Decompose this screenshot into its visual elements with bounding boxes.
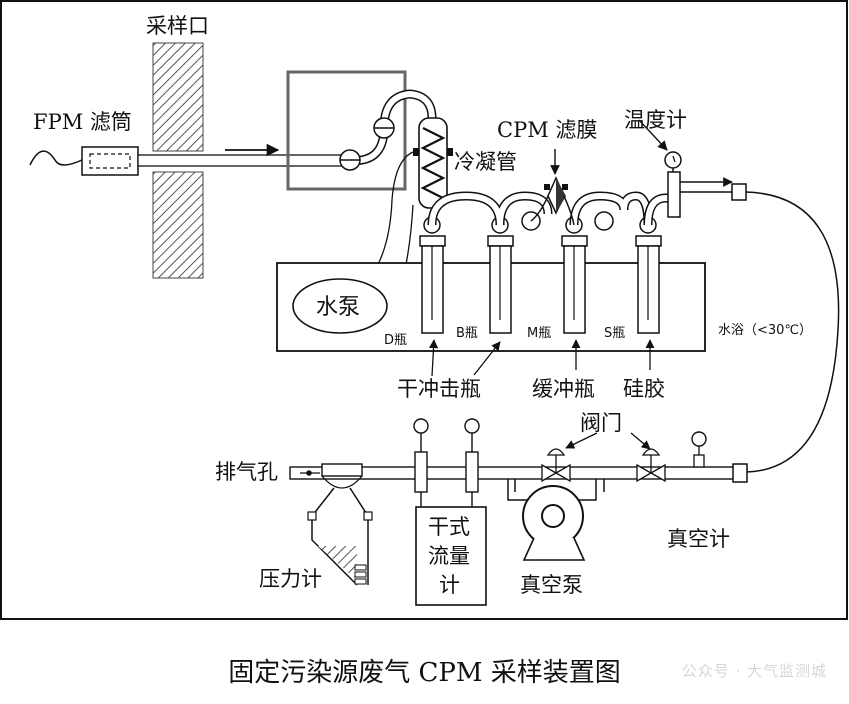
label-buffer-bottle: 缓冲瓶 xyxy=(532,377,595,401)
label-condenser: 冷凝管 xyxy=(454,150,517,174)
heated-box xyxy=(286,70,407,191)
impinger-m xyxy=(561,216,588,334)
valve-1-icon xyxy=(541,448,571,483)
vacuum-hose xyxy=(745,191,840,473)
water-pump xyxy=(292,278,388,334)
impinger-s xyxy=(635,216,662,334)
pressure-gauge xyxy=(307,463,373,586)
impinger-d xyxy=(419,208,446,334)
sampling-apparatus-diagram: 采样口 FPM 滤筒 CPM 滤膜 温度计 冷凝管 水泵 D瓶 B瓶 M瓶 S瓶… xyxy=(0,0,848,620)
label-d-bottle: D瓶 xyxy=(384,333,407,348)
ball-joint-icon xyxy=(594,211,614,231)
label-water-bath: 水浴（<30℃） xyxy=(718,323,812,338)
label-vacuum-gauge: 真空计 xyxy=(667,527,730,551)
outer-border xyxy=(0,0,848,620)
label-sampling-port: 采样口 xyxy=(146,14,209,38)
label-exhaust: 排气孔 xyxy=(215,460,278,484)
label-fpm-filter: FPM 滤筒 xyxy=(33,110,132,134)
label-pressure-gauge: 压力计 xyxy=(259,567,322,591)
valve-2-icon xyxy=(636,448,666,483)
label-m-bottle: M瓶 xyxy=(527,326,551,341)
label-dry-flow-meter-3: 计 xyxy=(439,573,460,597)
label-thermometer: 温度计 xyxy=(624,108,687,132)
label-dry-flow-meter-2: 流量 xyxy=(428,544,470,568)
vacuum-gauge xyxy=(691,431,707,468)
fpm-filter xyxy=(29,146,139,176)
stack-wall-lower xyxy=(152,171,204,279)
label-water-pump: 水泵 xyxy=(316,295,360,320)
label-s-bottle: S瓶 xyxy=(604,326,625,341)
impinger-b xyxy=(487,216,514,334)
label-dry-flow-meter-1: 干式 xyxy=(428,515,470,539)
label-vacuum-pump: 真空泵 xyxy=(520,573,583,597)
figure-caption: 固定污染源废气 CPM 采样装置图 xyxy=(228,658,621,688)
sampling-probe xyxy=(137,154,347,167)
label-dry-impinger: 干冲击瓶 xyxy=(397,377,481,401)
diagram-frame: 采样口 FPM 滤筒 CPM 滤膜 温度计 冷凝管 水泵 D瓶 B瓶 M瓶 S瓶… xyxy=(0,0,848,620)
cpm-filter-membrane xyxy=(530,176,575,226)
dry-flow-meter xyxy=(413,418,487,606)
watermark: 公众号 · 大气监测城 xyxy=(681,662,827,680)
stack-wall-upper xyxy=(152,42,204,152)
label-silica-gel: 硅胶 xyxy=(623,377,665,401)
vacuum-pump xyxy=(507,479,605,561)
condenser xyxy=(413,117,453,209)
label-valve: 阀门 xyxy=(580,411,622,435)
label-cpm-membrane: CPM 滤膜 xyxy=(497,118,597,142)
label-b-bottle: B瓶 xyxy=(456,326,478,341)
